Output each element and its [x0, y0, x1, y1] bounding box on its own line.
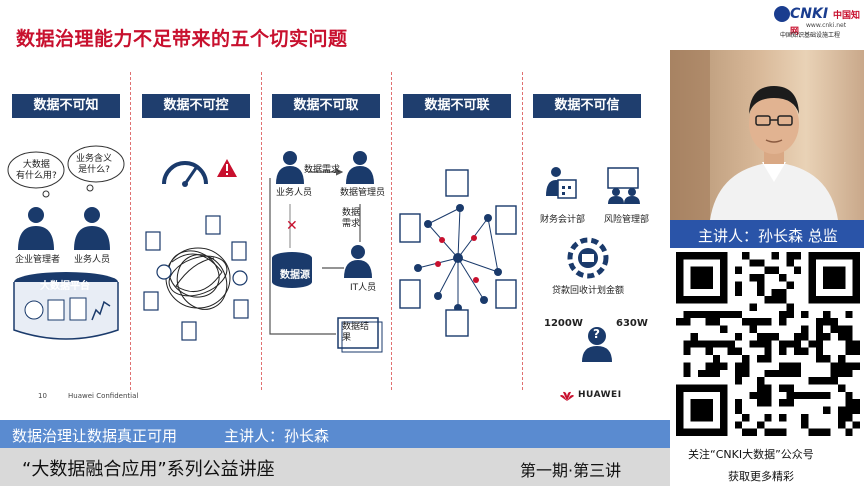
gear-icon	[567, 237, 609, 279]
presenter-bar	[670, 220, 864, 248]
column-divider	[130, 72, 131, 390]
bubble-right-text: 业务含义 是什么?	[76, 154, 113, 175]
column-divider	[391, 72, 392, 390]
cnki-logo-text: CNKI 中国知网	[790, 6, 860, 37]
value-left: 1200W	[544, 318, 583, 329]
chaos-scribble-icon	[143, 215, 249, 341]
heading-data-uncontrolled: 数据不可控	[142, 94, 250, 118]
database-icon	[13, 272, 119, 340]
person-manager-label: 企业管理者	[15, 255, 61, 265]
heading-data-unknown: 数据不可知	[12, 94, 120, 118]
data-flow-diagram: ✕	[269, 151, 383, 353]
result-label: 数据结 果	[342, 322, 370, 343]
dept-risk-label: 风险管理部	[604, 215, 650, 225]
column-divider	[261, 72, 262, 390]
qr-caption-follow: 关注“CNKI大数据”公众号	[688, 448, 814, 461]
person-icon	[18, 207, 110, 250]
bubble-left-text: 大数据 有什么用?	[16, 160, 57, 181]
heading-data-unlinked: 数据不可联	[403, 94, 511, 118]
subtitle-banner: 数据治理让数据真正可用 主讲人：孙长森	[0, 420, 670, 448]
warning-icon	[217, 159, 237, 177]
presenter-figure	[670, 50, 838, 220]
episode-label: 第一期·第三讲	[520, 461, 622, 480]
dept-finance-label: 财务会计部	[540, 215, 586, 225]
cnki-logo	[770, 2, 864, 48]
cnki-url: www.cnki.net	[806, 22, 847, 29]
qr-code[interactable]	[676, 252, 860, 436]
banner-topic: 数据治理让数据真正可用	[12, 427, 178, 445]
person-biz-label: 业务人员	[276, 188, 313, 198]
huawei-wordmark: HUAWEI	[578, 390, 622, 400]
presenter-video	[670, 50, 864, 220]
heading-data-untrusted: 数据不可信	[533, 94, 641, 118]
qr-caption-more: 获取更多精彩	[728, 470, 794, 483]
question-mark: ?	[593, 327, 600, 341]
slide-title: 数据治理能力不足带来的五个切实问题	[16, 28, 348, 50]
column-divider	[522, 72, 523, 390]
person-business-label: 业务人员	[74, 255, 111, 265]
req-side-label: 数据 需求	[342, 208, 361, 229]
presenter-label: 主讲人：孙长森 总监	[698, 227, 838, 245]
department-icons	[546, 167, 640, 204]
question-person-icon	[582, 327, 612, 362]
speech-bubble-icon	[7, 145, 125, 198]
series-title: “大数据融合应用”系列公益讲座	[22, 459, 275, 480]
page-number: 10	[38, 392, 47, 400]
value-right: 630W	[616, 318, 648, 329]
slide: 数据治理能力不足带来的五个切实问题 数据不可知 数据不可控 数据不可取 数据不可…	[7, 28, 650, 401]
huawei-logo	[560, 391, 574, 401]
platform-label: 大数据平台	[40, 281, 90, 292]
heading-data-unobtainable: 数据不可取	[272, 94, 380, 118]
db-label: 数据源	[280, 270, 310, 281]
person-mgr-label: 数据管理员	[340, 188, 386, 198]
svg-text:✕: ✕	[286, 218, 298, 234]
banner-speaker: 主讲人：孙长森	[224, 427, 330, 445]
person-it-label: IT人员	[350, 283, 377, 293]
cnki-subtitle: 中国知识基础设施工程	[780, 32, 841, 39]
network-graph	[399, 169, 517, 337]
plan-label: 贷款回收计划金额	[552, 286, 625, 296]
series-banner: “大数据融合应用”系列公益讲座 第一期·第三讲	[0, 448, 670, 486]
gauge-icon	[162, 161, 208, 187]
req-top-label: 数据需求	[304, 165, 341, 175]
confidential-label: Huawei Confidential	[68, 392, 139, 400]
